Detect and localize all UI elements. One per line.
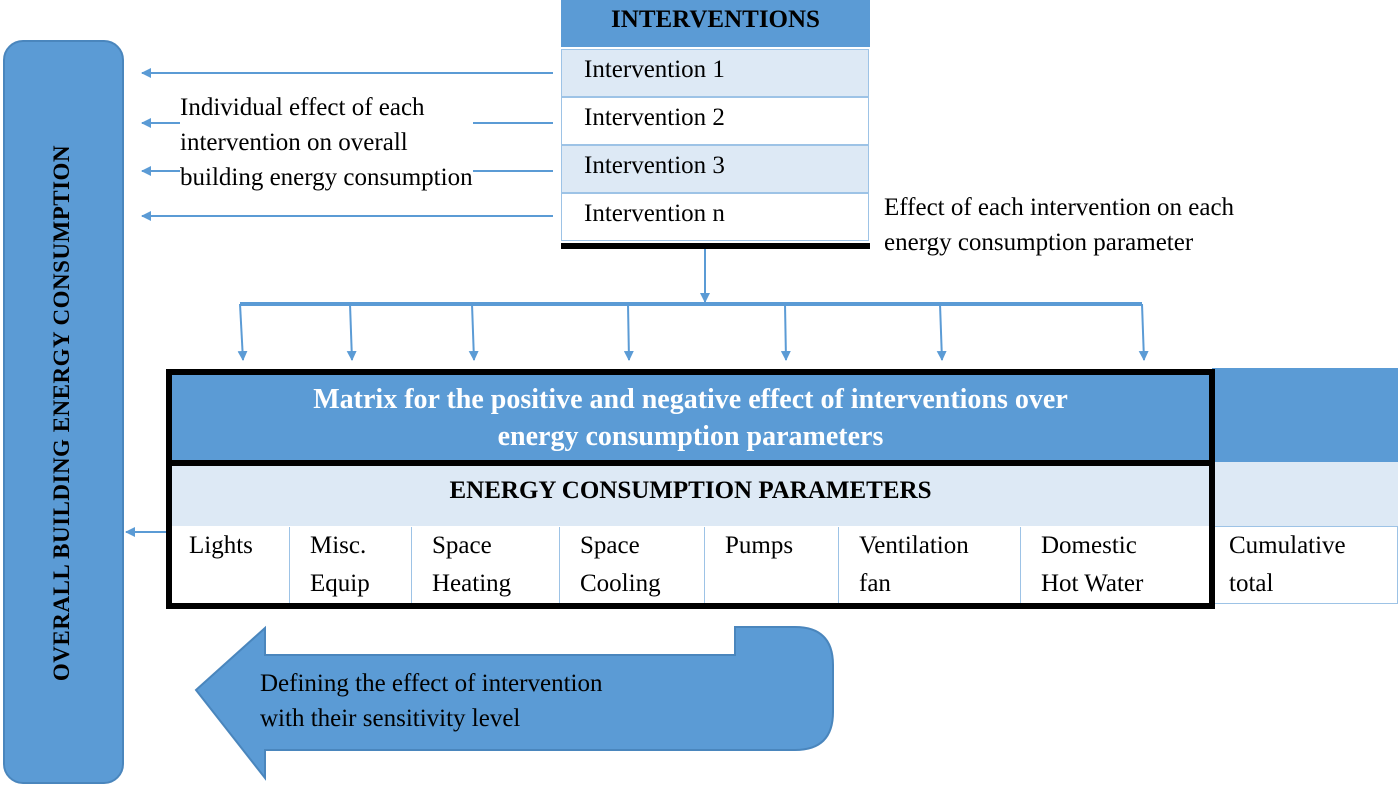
note-line: Individual effect of each — [180, 94, 425, 121]
parameter-space-heating: Space Heating — [412, 527, 560, 603]
parameter-domestic-hot-water: Domestic Hot Water — [1021, 527, 1212, 603]
feedback-arrow-label: Defining the effect of intervention with… — [260, 666, 602, 736]
note-line: Effect of each intervention on each — [884, 194, 1235, 221]
param-arrow-7 — [1138, 303, 1149, 361]
feedback-line: with their sensitivity level — [260, 705, 521, 732]
param-arrow-4 — [623, 303, 634, 361]
parameter-line: Misc. — [310, 532, 367, 559]
parameter-pumps: Pumps — [705, 527, 839, 603]
parameter-line: Space — [580, 532, 640, 559]
interventions-header: INTERVENTIONS — [561, 0, 870, 47]
parameter-line: Hot Water — [1041, 570, 1144, 597]
note-line: energy consumption parameter — [884, 229, 1194, 256]
param-arrow-3 — [468, 303, 479, 361]
cumulative-line: Cumulative — [1229, 532, 1346, 559]
feedback-arrow — [194, 625, 834, 781]
overall-consumption-label: OVERALL BUILDING ENERGY CONSUMPTION — [49, 144, 74, 682]
parameters-header-extension — [1212, 462, 1398, 526]
matrix-title-extension — [1212, 368, 1398, 463]
parameter-lights: Lights — [169, 527, 290, 603]
overall-consumption-bar — [3, 40, 124, 784]
parameters-header: ENERGY CONSUMPTION PARAMETERS — [169, 466, 1212, 526]
intervention-row: Intervention 1 — [561, 49, 869, 97]
parameter-effect-note: Effect of each intervention on each ener… — [884, 190, 1234, 260]
note-line: intervention on overall — [180, 129, 408, 156]
parameter-misc-equip: Misc. Equip — [290, 527, 412, 603]
parameter-line: Domestic — [1041, 532, 1137, 559]
param-arrow-2 — [346, 303, 357, 361]
interventions-bottom-rule — [561, 243, 870, 249]
intervention-row: Intervention 2 — [561, 97, 869, 145]
intervention-row: Intervention n — [561, 193, 869, 241]
cumulative-total: Cumulative total — [1212, 526, 1398, 604]
parameter-line: Ventilation — [859, 532, 969, 559]
matrix-frame — [166, 369, 1215, 609]
parameter-line: fan — [859, 570, 891, 597]
parameter-line: Cooling — [580, 570, 661, 597]
matrix-title-line: energy consumption parameters — [497, 420, 884, 452]
parameter-line: Space — [432, 532, 492, 559]
matrix-title-line: Matrix for the positive and negative eff… — [313, 383, 1068, 415]
param-arrow-1 — [237, 303, 248, 361]
parameter-line: Lights — [189, 532, 253, 559]
parameter-line: Equip — [310, 570, 370, 597]
note-line: building energy consumption — [180, 164, 473, 191]
param-arrow-6 — [936, 303, 947, 361]
intervention-row: Intervention 3 — [561, 145, 869, 193]
param-arrow-5 — [780, 303, 791, 361]
individual-effect-note: Individual effect of each intervention o… — [180, 90, 473, 195]
parameter-space-cooling: Space Cooling — [560, 527, 705, 603]
parameter-line: Heating — [432, 570, 512, 597]
cumulative-line: total — [1229, 570, 1274, 597]
matrix-title: Matrix for the positive and negative eff… — [169, 372, 1212, 463]
parameter-ventilation-fan: Ventilation fan — [839, 527, 1021, 603]
parameter-line: Pumps — [725, 532, 794, 559]
matrix-separator — [166, 460, 1215, 466]
feedback-line: Defining the effect of intervention — [260, 670, 603, 697]
